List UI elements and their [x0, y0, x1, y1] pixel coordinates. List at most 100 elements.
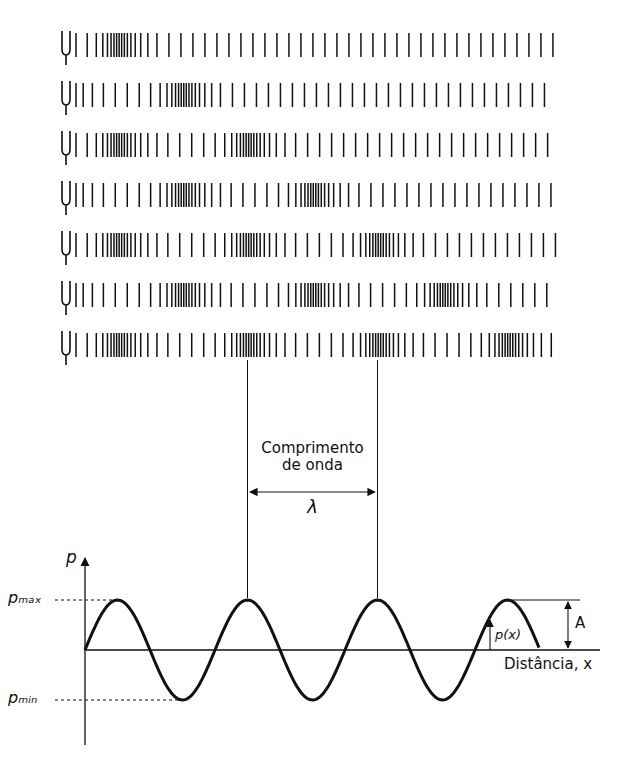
- pmax-label: pₘₐₓ: [8, 589, 42, 607]
- air-layer-stroke: [499, 133, 501, 157]
- air-layer-stroke: [552, 33, 554, 57]
- air-layer-stroke: [389, 233, 391, 257]
- air-layer-stroke: [107, 133, 109, 157]
- air-layer-stroke: [250, 333, 252, 357]
- air-layer-stroke: [372, 333, 374, 357]
- air-layer-stroke: [342, 333, 344, 357]
- air-layer-stroke: [328, 183, 330, 207]
- air-layer-stroke: [166, 283, 168, 307]
- x-axis-label: Distância, x: [502, 656, 594, 673]
- air-layer-stroke: [484, 83, 486, 107]
- air-layer-stroke: [204, 83, 206, 107]
- air-layer-stroke: [319, 333, 321, 357]
- air-layer-stroke: [245, 333, 247, 357]
- air-layer-stroke: [331, 333, 333, 357]
- air-layer-stroke: [147, 233, 149, 257]
- air-layer-stroke: [385, 233, 387, 257]
- air-layer-stroke: [352, 83, 354, 107]
- air-layer-stroke: [248, 233, 250, 257]
- air-layer-stroke: [454, 183, 456, 207]
- air-layer-stroke: [199, 83, 201, 107]
- air-layer-stroke: [415, 133, 417, 157]
- air-layer-stroke: [134, 133, 136, 157]
- air-layer-stroke: [324, 283, 326, 307]
- air-layer-stroke: [412, 83, 414, 107]
- air-layer-stroke: [110, 333, 112, 357]
- air-layer-stroke: [382, 283, 384, 307]
- air-layer-stroke: [546, 283, 548, 307]
- air-layer-stroke: [150, 183, 152, 207]
- air-layer-stroke: [92, 183, 94, 207]
- air-layer-stroke: [276, 33, 278, 57]
- air-layer-stroke: [130, 233, 132, 257]
- air-layer-stroke: [450, 283, 452, 307]
- air-layer-stroke: [156, 33, 158, 57]
- air-layer-stroke: [514, 183, 516, 207]
- air-layer-stroke: [321, 183, 323, 207]
- air-layer-stroke: [86, 133, 88, 157]
- air-layer-stroke: [391, 133, 393, 157]
- air-layer-stroke: [75, 83, 77, 107]
- air-layer-stroke: [284, 333, 286, 357]
- air-layer-stroke: [486, 283, 488, 307]
- air-layer-stroke: [420, 33, 422, 57]
- air-layer-stroke: [266, 183, 268, 207]
- air-layer-stroke: [324, 33, 326, 57]
- air-layer-stroke: [333, 283, 335, 307]
- tuning-fork: [62, 231, 70, 265]
- air-layer-stroke: [256, 83, 258, 107]
- air-layer-stroke: [231, 333, 233, 357]
- air-layer-stroke: [269, 333, 271, 357]
- air-layer-stroke: [178, 83, 180, 107]
- air-layer-stroke: [250, 233, 252, 257]
- air-layer-stroke: [510, 283, 512, 307]
- air-layer-stroke: [147, 33, 149, 57]
- air-layer-stroke: [367, 133, 369, 157]
- air-layer-stroke: [489, 333, 491, 357]
- air-layer-stroke: [375, 233, 377, 257]
- air-layer-stroke: [475, 133, 477, 157]
- air-layer-stroke: [75, 333, 77, 357]
- air-layer-stroke: [259, 333, 261, 357]
- air-layer-stroke: [179, 333, 181, 357]
- x-axis: [85, 649, 600, 650]
- air-layer-stroke: [175, 183, 177, 207]
- air-layer-stroke: [307, 233, 309, 257]
- air-layer-stroke: [147, 333, 149, 357]
- air-layer-stroke: [242, 183, 244, 207]
- air-layer-stroke: [127, 183, 129, 207]
- air-layer-stroke: [199, 283, 201, 307]
- air-layer-stroke: [339, 183, 341, 207]
- air-layer-stroke: [230, 283, 232, 307]
- air-layer-stroke: [86, 33, 88, 57]
- air-layer-stroke: [348, 283, 350, 307]
- air-layer-stroke: [304, 83, 306, 107]
- air-layer-stroke: [383, 233, 385, 257]
- air-layer-stroke: [528, 33, 530, 57]
- air-layer-stroke: [159, 183, 161, 207]
- air-layer-stroke: [127, 333, 129, 357]
- air-layer-stroke: [264, 333, 266, 357]
- air-layer-stroke: [519, 233, 521, 257]
- air-layer-stroke: [86, 233, 88, 257]
- air-layer-stroke: [82, 283, 84, 307]
- air-layer-stroke: [167, 233, 169, 257]
- air-layer-stroke: [115, 283, 117, 307]
- air-layer-stroke: [372, 33, 374, 57]
- air-layer-stroke: [102, 233, 104, 257]
- tuning-fork: [62, 181, 70, 215]
- air-layer-stroke: [266, 283, 268, 307]
- air-layer-stroke: [179, 233, 181, 257]
- air-layer-stroke: [498, 283, 500, 307]
- air-layer-stroke: [446, 333, 448, 357]
- air-layer-stroke: [138, 283, 140, 307]
- air-layer-stroke: [118, 33, 120, 57]
- air-layer-stroke: [522, 333, 524, 357]
- air-layer-stroke: [507, 233, 509, 257]
- air-layer-stroke: [504, 33, 506, 57]
- air-layer-stroke: [180, 183, 182, 207]
- air-layer-stroke: [214, 333, 216, 357]
- air-layer-stroke: [336, 33, 338, 57]
- compression-rows: [62, 31, 555, 365]
- air-layer-stroke: [118, 133, 120, 157]
